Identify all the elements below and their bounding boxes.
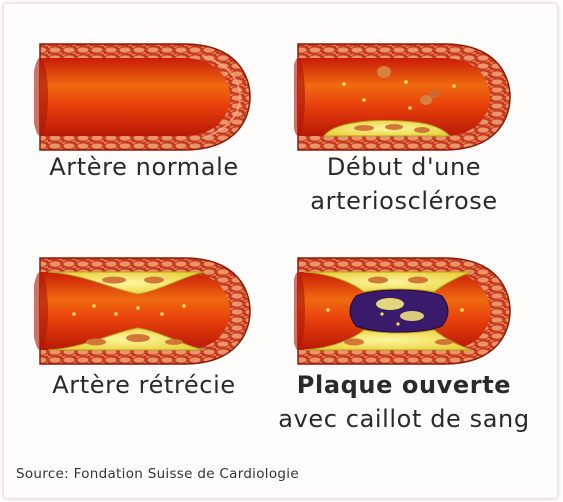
caption-early-line2: arteriosclérose xyxy=(274,184,534,218)
panel-normal-artery: Artère normale xyxy=(34,38,294,156)
caption-early-line1: Début d'une xyxy=(274,150,534,184)
caption-early: Début d'une arteriosclérose xyxy=(274,150,534,218)
caption-narrowed: Artère rétrécie xyxy=(14,368,274,402)
source-note: Source: Fondation Suisse de Cardiologie xyxy=(16,466,299,482)
panel-early-atherosclerosis: Début d'une arteriosclérose xyxy=(294,38,554,156)
caption-ruptured-line2: avec caillot de sang xyxy=(274,402,534,436)
normal-artery-illustration xyxy=(34,38,254,156)
narrowed-artery-illustration xyxy=(34,252,254,370)
panel-ruptured-plaque: Plaque ouverte avec caillot de sang xyxy=(294,252,554,370)
early-atherosclerosis-illustration xyxy=(294,38,514,156)
caption-ruptured: Plaque ouverte avec caillot de sang xyxy=(274,368,534,436)
caption-narrowed-line1: Artère rétrécie xyxy=(14,368,274,402)
caption-normal-line1: Artère normale xyxy=(14,150,274,184)
caption-ruptured-line1: Plaque ouverte xyxy=(274,368,534,402)
caption-normal: Artère normale xyxy=(14,150,274,184)
panel-narrowed-artery: Artère rétrécie xyxy=(34,252,294,370)
ruptured-plaque-illustration xyxy=(294,252,514,370)
